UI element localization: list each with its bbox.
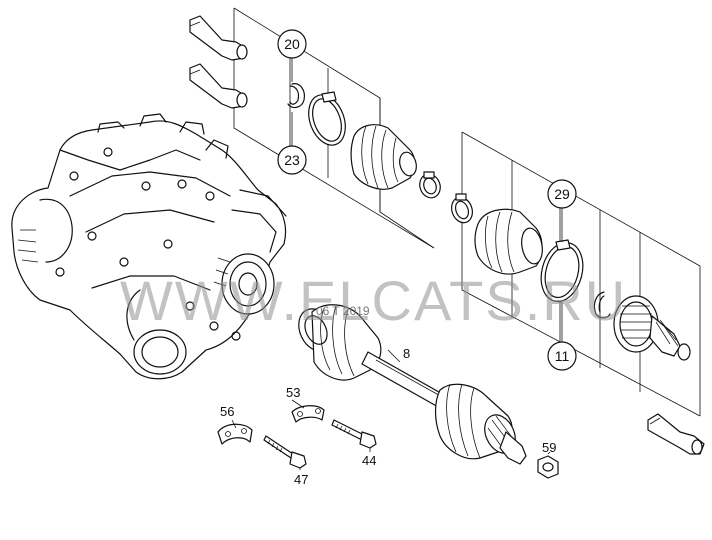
callout-23-label: 23: [284, 152, 300, 168]
callout-11-label: 11: [555, 348, 570, 364]
bolt-icon: [263, 435, 307, 469]
grease-tube-icon: [189, 15, 248, 61]
snap-ring: [593, 291, 611, 319]
clamp-icon: [540, 239, 584, 303]
label-part-53: 53: [286, 385, 300, 400]
diagram-code: 06 T 2019: [316, 304, 370, 318]
grease-tube-icon: [189, 63, 248, 109]
label-part-56: 56: [220, 404, 234, 419]
clamp-icon: [419, 171, 441, 199]
callout-29: 29: [547, 179, 577, 209]
snap-ring: [287, 83, 305, 109]
watermark-text: WWW.ELCATS.RU: [120, 269, 627, 332]
label-part-47: 47: [294, 472, 308, 487]
retaining-plate: [291, 405, 325, 423]
callout-20: 20: [277, 29, 307, 59]
clamp-icon: [451, 193, 473, 224]
retaining-plate: [217, 423, 253, 445]
grease-tube-icon: [647, 413, 705, 455]
cv-joint-icon: [613, 295, 691, 361]
bolt-icon: [331, 419, 377, 449]
transmission-housing: [11, 113, 287, 380]
boot-icon: [474, 208, 543, 275]
callout-20-label: 20: [284, 36, 300, 52]
nut-icon: [537, 455, 559, 479]
callout-11: 11: [547, 341, 577, 371]
callout-23: 23: [277, 145, 307, 175]
outer-joint-kit-frame: [461, 131, 701, 417]
label-part-59: 59: [542, 440, 556, 455]
callout-29-label: 29: [554, 186, 570, 202]
boot-icon: [350, 124, 417, 190]
label-part-8: 8: [403, 346, 410, 361]
drive-shaft-assembly: [298, 304, 527, 465]
clamp-icon: [308, 91, 346, 146]
label-part-44: 44: [362, 453, 376, 468]
leader-lines: [231, 58, 563, 470]
